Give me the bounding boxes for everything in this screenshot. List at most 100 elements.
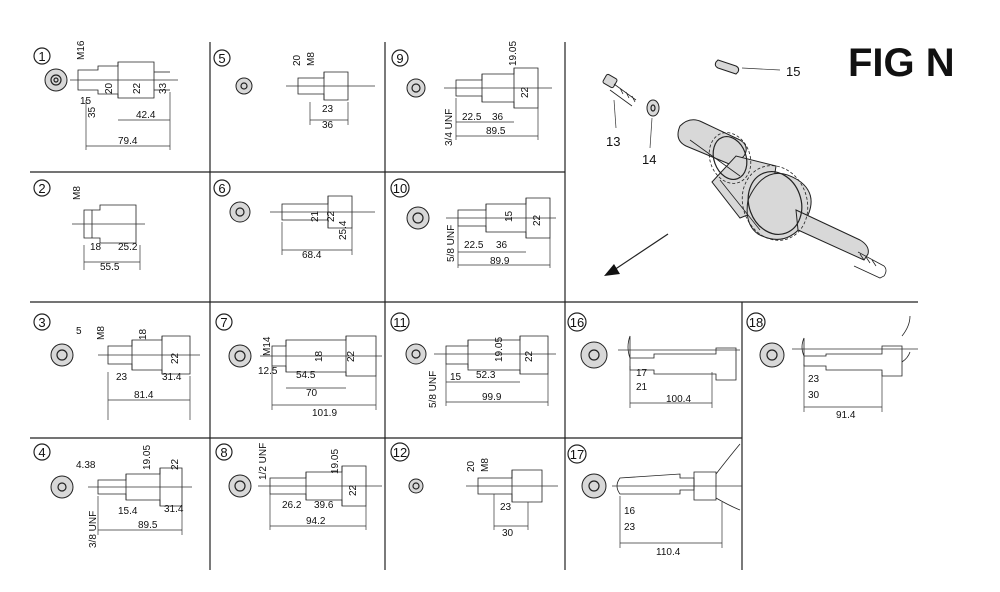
shaft-profile-2 <box>83 204 137 244</box>
panel-9-dim-2: 3/4 UNF <box>444 109 455 146</box>
panel-17: 17 16 23 110.4 <box>567 443 742 558</box>
panel-3-dim-2: M8 <box>96 326 107 340</box>
panel-7-dim-3: 54.5 <box>296 370 316 381</box>
panel-12-number: 12 <box>393 445 407 460</box>
end-view-7 <box>228 344 252 368</box>
panel-1-dim-4: 22 <box>132 82 143 94</box>
panel-10-number: 10 <box>393 181 407 196</box>
direction-arrow <box>604 233 669 276</box>
panel-6-dim-3: 25.4 <box>338 220 349 240</box>
panel-3-number: 3 <box>38 315 45 330</box>
panel-3-dim-4: 22 <box>170 352 181 364</box>
panel-18: 18 23 30 91.4 <box>746 312 918 421</box>
panel-2-dim-4: 55.5 <box>100 262 120 273</box>
panel-10-dim-1: 5/8 UNF <box>446 225 457 262</box>
panel-7-dim-1: M14 <box>262 336 273 356</box>
panel-7-dim-5: 22 <box>346 350 357 362</box>
figure-title: FIG N <box>848 41 955 85</box>
panel-7-dim-6: 70 <box>306 388 318 399</box>
panel-8-dim-4: 26.2 <box>282 500 302 511</box>
end-view-9 <box>406 78 426 98</box>
end-view-8 <box>228 474 252 498</box>
panel-6-dim-2: 22 <box>326 210 337 222</box>
panel-7-dim-2: 12.5 <box>258 366 278 377</box>
shaft-profile-17 <box>616 473 695 495</box>
end-view-4 <box>50 475 74 499</box>
panel-5-dim-4: 36 <box>322 120 334 131</box>
panel-4-dim-7: 89.5 <box>138 520 158 531</box>
panel-16-dim-3: 100.4 <box>666 394 691 405</box>
panel-18-dim-3: 91.4 <box>836 410 856 421</box>
panel-3: 3 5 M8 18 22 23 31.4 81.4 <box>33 313 200 420</box>
panel-17-dim-3: 110.4 <box>656 547 681 558</box>
panel-9-dim-4: 36 <box>492 112 504 123</box>
panel-4-dim-2: 19.05 <box>142 445 153 470</box>
panel-1-dim-6: 33 <box>158 82 169 94</box>
panel-2-number: 2 <box>38 181 45 196</box>
panel-3-dim-5: 23 <box>116 372 128 383</box>
panel-17-dim-1: 16 <box>624 506 636 517</box>
panel-6: 6 21 22 25.4 68.4 <box>213 179 375 261</box>
shaft-profile-16 <box>627 335 737 381</box>
panel-11-dim-1: 5/8 UNF <box>428 371 439 408</box>
panel-12-dim-3: 23 <box>500 502 512 513</box>
panel-3-dim-3: 18 <box>138 328 149 340</box>
panel-9-dim-3: 22.5 <box>462 112 482 123</box>
panel-5: 5 20 M8 23 36 <box>213 49 375 131</box>
panel-12: 12 20 M8 23 30 <box>390 442 558 539</box>
panel-6-number: 6 <box>218 181 225 196</box>
panel-8-dim-1: 1/2 UNF <box>258 443 269 480</box>
panel-10-dim-4: 15 <box>504 210 515 222</box>
end-view-17 <box>581 473 607 499</box>
panel-16-number: 16 <box>570 315 584 330</box>
callout-13: 13 <box>606 134 620 149</box>
panel-3-dim-7: 81.4 <box>134 390 154 401</box>
end-view-11 <box>405 343 427 365</box>
panel-2-dim-1: M8 <box>72 186 83 200</box>
panel-10-dim-3: 36 <box>496 240 508 251</box>
panel-11-dim-5: 22 <box>524 350 535 362</box>
panel-10-dim-5: 22 <box>532 214 543 226</box>
panel-4: 4 4.38 19.05 22 3/8 UNF 15.4 31.4 89.5 <box>33 443 192 548</box>
end-view-18 <box>759 342 785 368</box>
panel-9-dim-1: 19.05 <box>508 41 519 66</box>
panel-9-dim-6: 89.5 <box>486 126 506 137</box>
panel-1-dim-2: 15 <box>80 96 92 107</box>
panel-9: 9 19.05 3/4 UNF 22.5 36 22 89.5 <box>391 41 552 146</box>
panel-4-dim-6: 31.4 <box>164 504 184 515</box>
end-view-16 <box>580 341 608 369</box>
panel-18-dim-2: 30 <box>808 390 820 401</box>
panel-8-dim-2: 19.05 <box>330 449 341 474</box>
panel-10-dim-6: 89.9 <box>490 256 510 267</box>
panel-7: 7 M14 12.5 54.5 18 22 70 101.9 <box>215 313 382 419</box>
panel-2: 2 M8 18 25.2 55.5 <box>33 179 145 273</box>
panel-11-dim-3: 52.3 <box>476 370 496 381</box>
panel-7-dim-7: 101.9 <box>312 408 337 419</box>
crankshaft-assembly: 13 14 15 <box>602 59 887 279</box>
panel-8-dim-5: 39.6 <box>314 500 334 511</box>
panel-11-dim-2: 15 <box>450 372 462 383</box>
panel-grid <box>30 42 918 570</box>
panel-5-dim-2: M8 <box>306 52 317 66</box>
panel-4-dim-5: 15.4 <box>118 506 138 517</box>
panel-12-dim-4: 30 <box>502 528 514 539</box>
panel-3-dim-6: 31.4 <box>162 372 182 383</box>
panel-11: 11 5/8 UNF 15 52.3 19.05 22 99.9 <box>390 312 556 408</box>
panel-11-number: 11 <box>393 315 407 330</box>
panel-1-dim-1: M16 <box>76 40 87 60</box>
key-part <box>714 59 740 75</box>
panel-16: 16 17 21 100.4 <box>567 312 740 408</box>
panel-9-number: 9 <box>396 51 403 66</box>
callout-14: 14 <box>642 152 656 167</box>
panel-8-dim-6: 94.2 <box>306 516 326 527</box>
panel-11-dim-4: 19.05 <box>494 337 505 362</box>
panel-5-dim-1: 20 <box>292 54 303 66</box>
panel-4-dim-1: 4.38 <box>76 460 96 471</box>
end-view-12 <box>408 478 424 494</box>
panel-12-dim-2: M8 <box>480 458 491 472</box>
end-view-1 <box>44 68 68 92</box>
panel-7-number: 7 <box>220 315 227 330</box>
panel-1-dim-7: 42.4 <box>136 110 156 121</box>
panel-11-dim-6: 99.9 <box>482 392 502 403</box>
